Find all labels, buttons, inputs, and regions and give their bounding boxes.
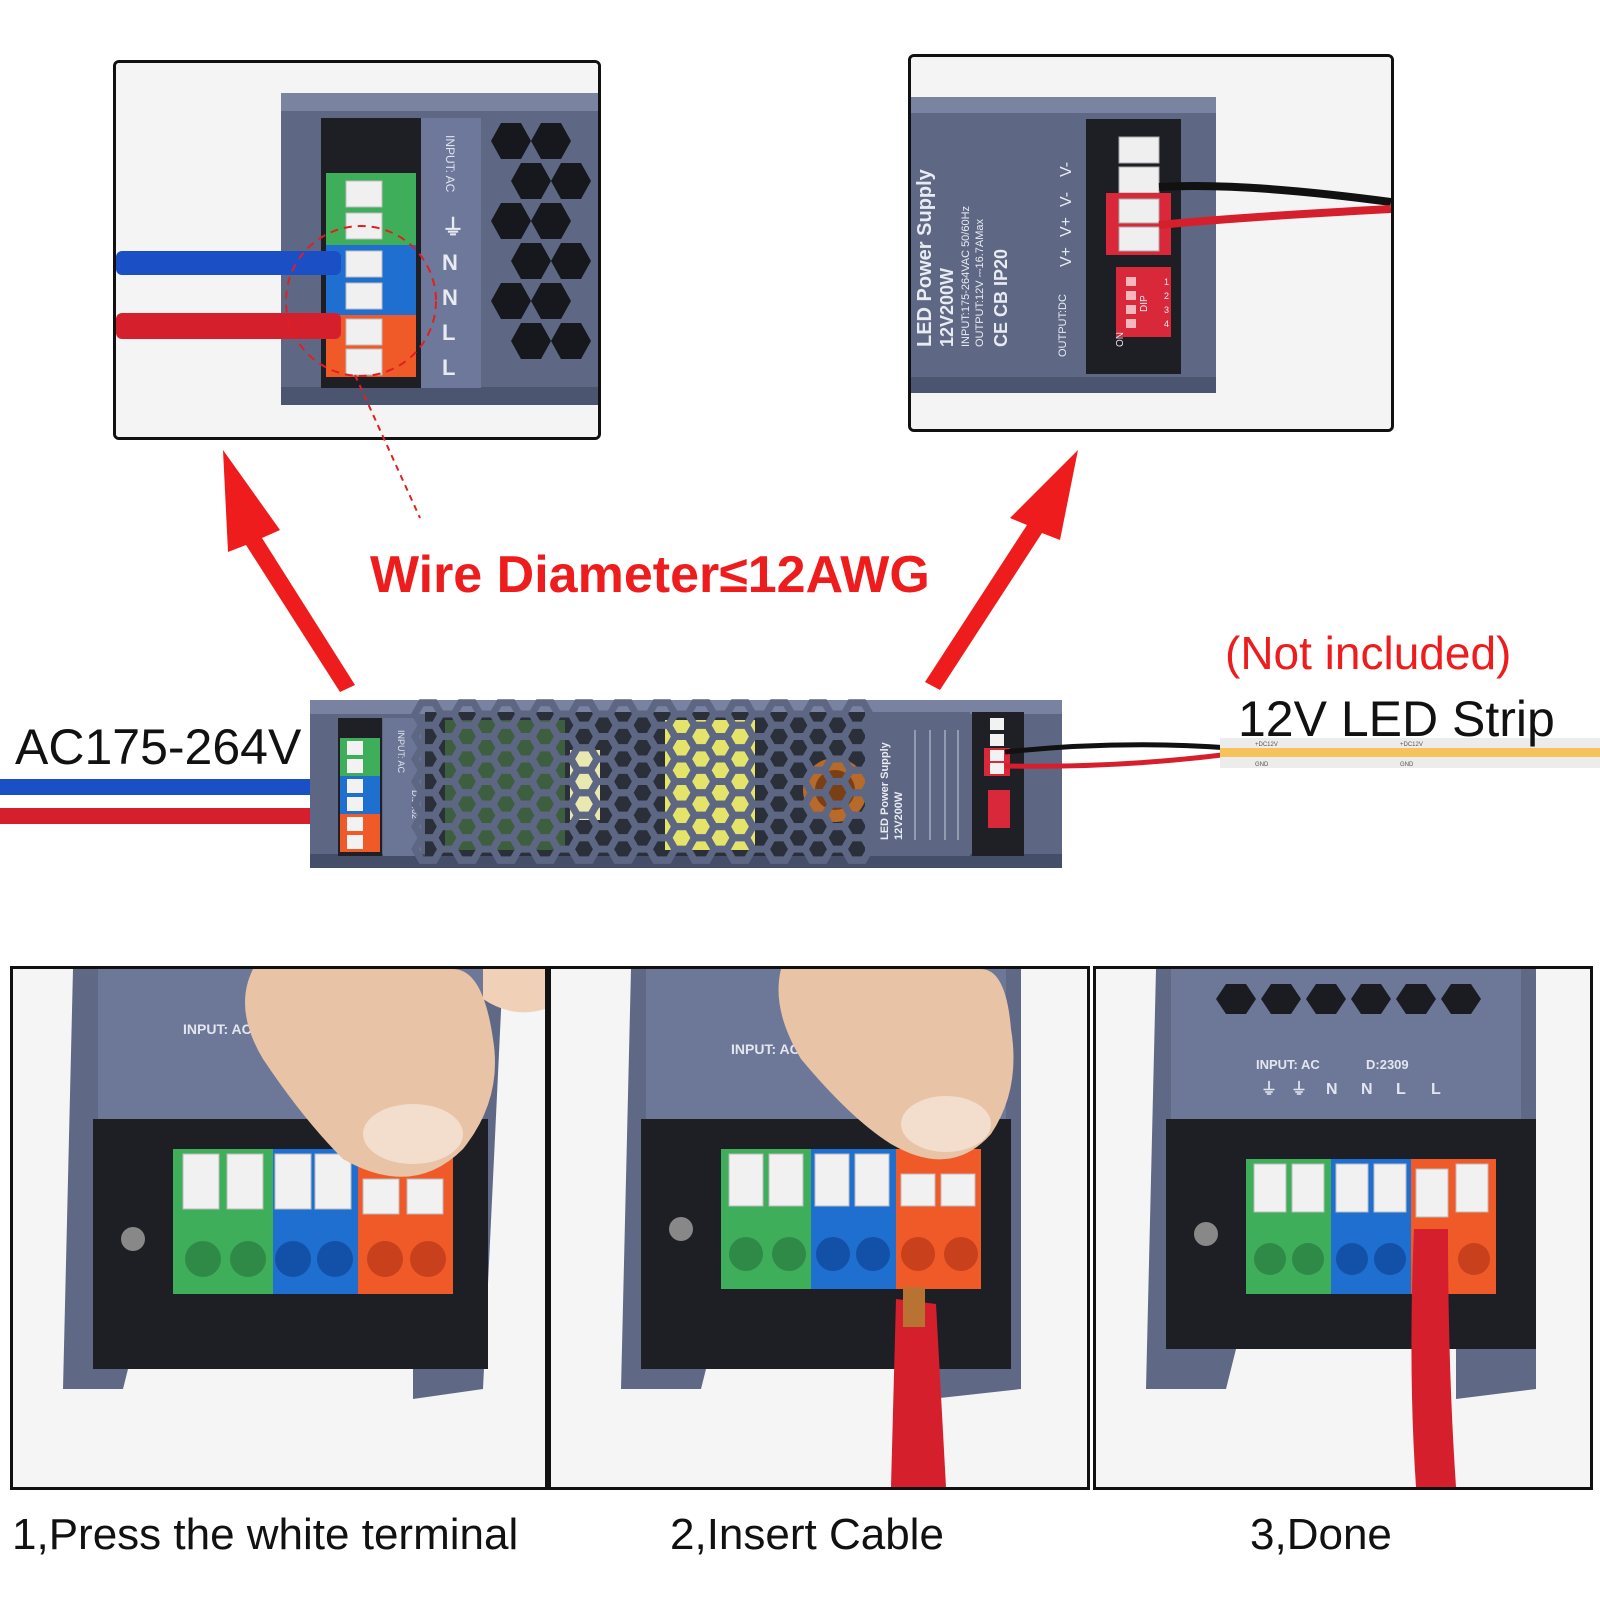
step-1-photo: INPUT: AC (10, 966, 548, 1490)
step3-code: D:2309 (1366, 1057, 1409, 1072)
step3-mark-1: ⏚ (1261, 1080, 1277, 1098)
input-panel-mark-5: L (442, 355, 455, 380)
step3-mark-2: ⏚ (1291, 1080, 1307, 1098)
step-3-photo: INPUT: AC D:2309 ⏚ ⏚ N N L L (1093, 966, 1593, 1490)
right-arrow-icon (925, 450, 1078, 690)
ac-voltage-label: AC175-264V (15, 719, 302, 775)
step2-input-text: INPUT: AC (731, 1041, 800, 1057)
output-panel-cert: CE CB IP20 (991, 249, 1011, 347)
step-3-caption: 3,Done (1250, 1510, 1392, 1559)
output-panel-mark-4: V- (1058, 162, 1075, 177)
dashed-leader-line (354, 374, 421, 519)
step-3-image: INPUT: AC D:2309 ⏚ ⏚ N N L L (1096, 969, 1590, 1487)
main-device-input-text: INPUT: AC (396, 730, 406, 774)
input-panel-mark-3: N (442, 285, 458, 310)
strip-mark-bottom-1: GND (1255, 762, 1269, 768)
main-device-title: LED Power Supply (879, 741, 891, 840)
output-panel-title: LED Power Supply (914, 168, 936, 347)
output-terminal-zoom-panel: LED Power Supply 12V200W INPUT:175-264VA… (908, 54, 1394, 432)
output-panel-model: 12V200W (937, 268, 957, 347)
dip-on-label: ON (1115, 332, 1126, 347)
strip-mark-top-1: +DC12V (1255, 742, 1278, 748)
input-terminal-zoom-image: INPUT: AC ⏚ N N L L (116, 63, 598, 437)
input-panel-mark-2: N (442, 250, 458, 275)
step3-mark-4: N (1361, 1081, 1373, 1098)
step-2-caption: 2,Insert Cable (670, 1510, 944, 1559)
left-arrow-icon (223, 450, 355, 692)
dip-number-2: 2 (1164, 291, 1169, 301)
step-2-image: INPUT: AC (551, 969, 1087, 1487)
output-panel-mark-3: V- (1058, 192, 1075, 207)
led-strip-label: 12V LED Strip (1238, 691, 1555, 747)
output-panel-mark-1: V+ (1058, 247, 1075, 267)
output-panel-spec-output: OUTPUT:12V ⎓16.7AMax (974, 219, 986, 347)
input-terminal-zoom-panel: INPUT: AC ⏚ N N L L (113, 60, 601, 440)
dip-number-3: 3 (1164, 305, 1169, 315)
step1-input-text: INPUT: AC (183, 1021, 252, 1037)
wire-diameter-headline: Wire Diameter≤12AWG (370, 546, 930, 604)
strip-mark-bottom-2: GND (1400, 762, 1414, 768)
output-panel-mark-2: V+ (1058, 217, 1075, 237)
red-input-wire (0, 808, 350, 824)
step3-mark-3: N (1326, 1081, 1338, 1098)
power-supply-device: INPUT: AC D:2402 LED Power Supply 12V200… (0, 699, 1600, 868)
output-panel-spec-input: INPUT:175-264VAC 50/60Hz (960, 206, 972, 347)
step-1-image: INPUT: AC (13, 969, 545, 1487)
dip-label: DIP (1139, 295, 1150, 312)
step-1-caption: 1,Press the white terminal (12, 1510, 519, 1559)
vent-mesh (410, 699, 875, 864)
not-included-label: (Not included) (1225, 627, 1512, 679)
annotation-arrows (223, 374, 1078, 692)
dip-number-4: 4 (1164, 319, 1169, 329)
input-panel-input-text: INPUT: AC (443, 135, 457, 193)
main-device-model: 12V200W (893, 791, 905, 840)
step3-input-text: INPUT: AC (1256, 1057, 1320, 1072)
step-2-photo: INPUT: AC (548, 966, 1090, 1490)
strip-mark-top-2: +DC12V (1400, 742, 1423, 748)
blue-input-wire (0, 779, 350, 795)
output-terminal-zoom-image: LED Power Supply 12V200W INPUT:175-264VA… (911, 57, 1391, 429)
vent-hex (839, 834, 875, 864)
input-panel-mark-4: L (442, 320, 455, 345)
step3-mark-5: L (1396, 1081, 1406, 1098)
dip-number-1: 1 (1164, 277, 1169, 287)
step3-mark-6: L (1431, 1081, 1441, 1098)
output-panel-output-label: OUTPUT:DC (1057, 294, 1069, 357)
input-panel-mark-1: ⏚ (442, 215, 464, 240)
